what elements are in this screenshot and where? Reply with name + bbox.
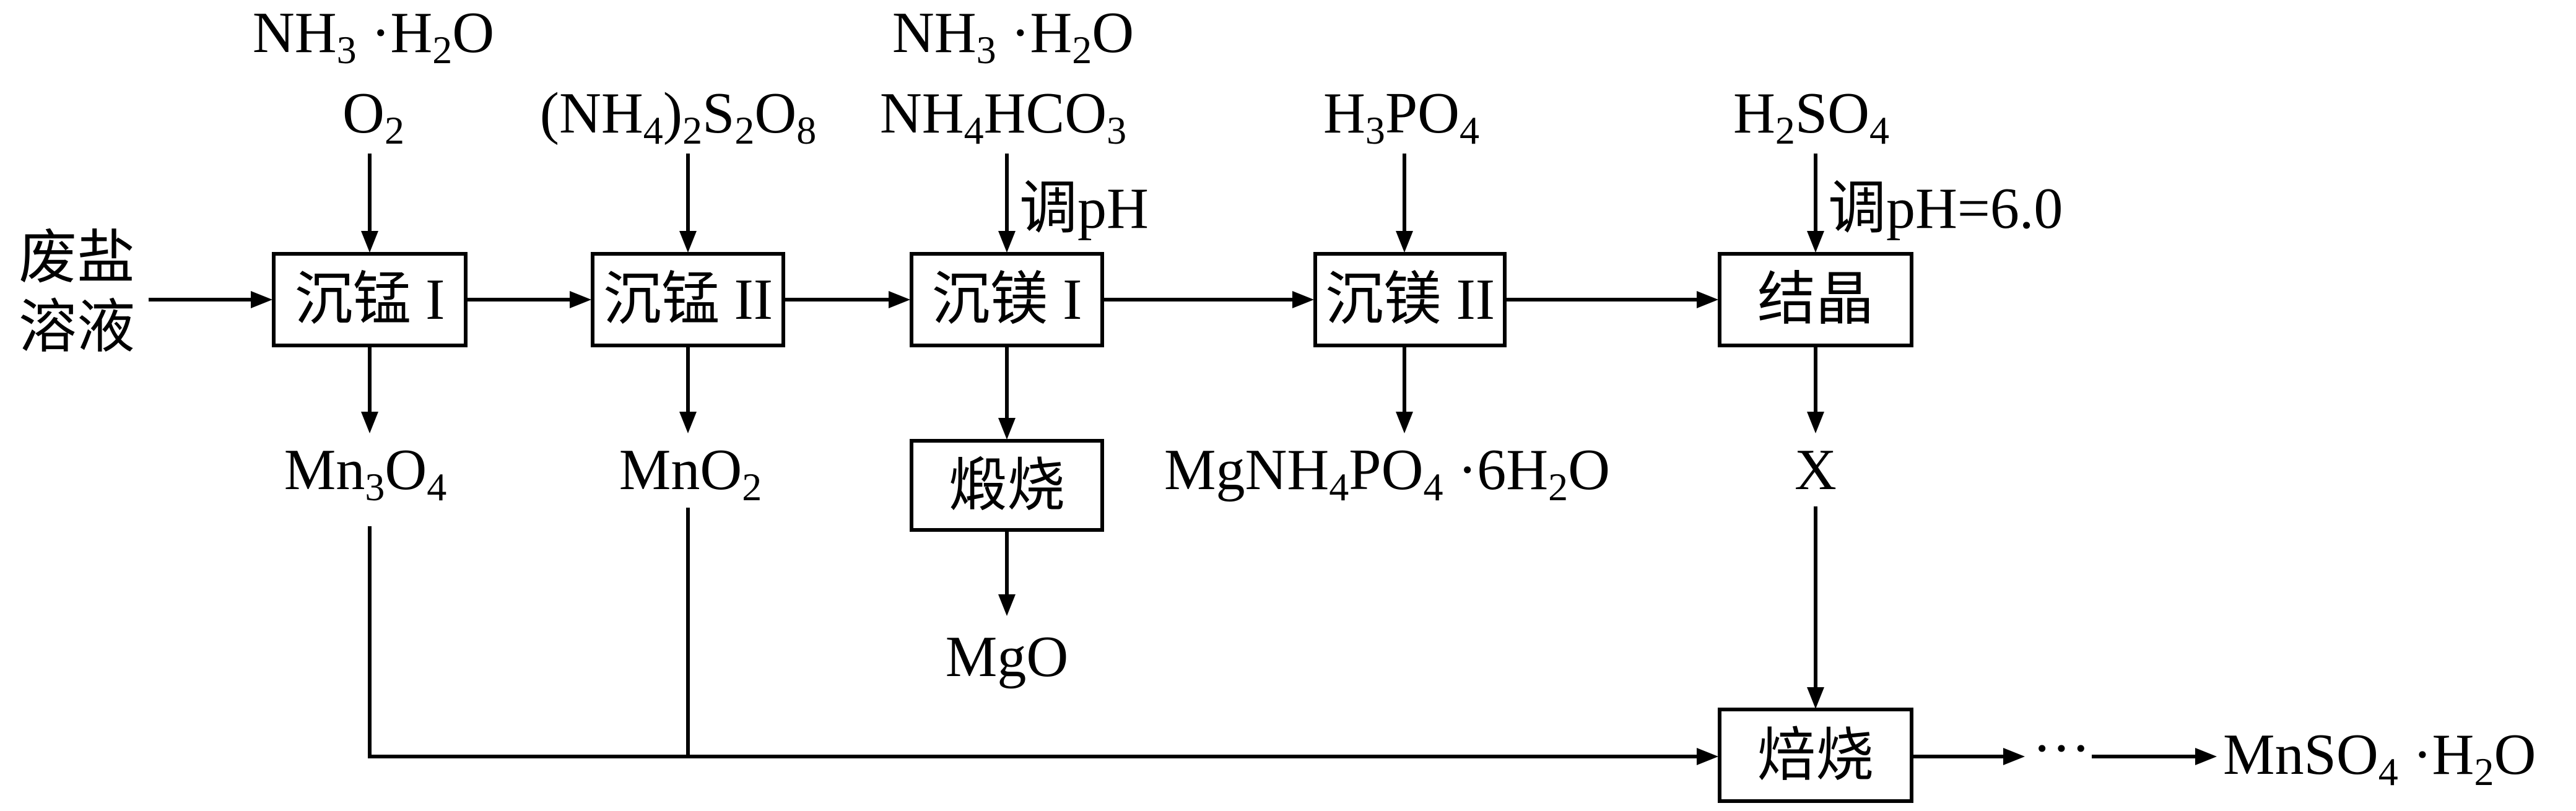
arrowhead-input-to-mn1 [251, 291, 272, 308]
arrowhead-reagent-mg1 [998, 231, 1016, 253]
step-label-crystal: 结晶 [1757, 267, 1874, 332]
reagent-mn2-line1: (NH4)2S2O8 [540, 81, 817, 152]
arrowhead-to-roast [1697, 748, 1718, 765]
product-mg1: MgO [946, 625, 1068, 689]
arrowhead-reagent-mn1 [361, 231, 378, 253]
arrowhead-mn1-to-mn2 [570, 291, 591, 308]
step-box-mg2: 沉镁 II [1313, 252, 1507, 347]
step-box-roast: 焙烧 [1718, 708, 1913, 803]
product-mn2: MnO2 [619, 438, 762, 509]
arrowhead-crystal-product [1807, 412, 1824, 433]
reagent-crystal-line1: H2SO4 [1733, 81, 1889, 152]
step-label-mn1: 沉锰 I [295, 267, 445, 332]
reagent-mg2-line1: H3PO4 [1323, 81, 1479, 152]
step-box-crystal: 结晶 [1718, 252, 1913, 347]
input-label-line2: 溶液 [19, 295, 135, 360]
arrowhead-mn1-product [361, 412, 378, 433]
product-mg2: MgNH4PO4 ·6H2O [1164, 438, 1610, 509]
step-box-calcine: 煅烧 [910, 439, 1104, 532]
step-label-roast: 焙烧 [1757, 724, 1874, 788]
step-label-mg2: 沉镁 II [1325, 267, 1495, 332]
arrowhead-mg1-to-calcine [998, 418, 1016, 440]
reagent-mg1-line1: NH3 ·H2O [892, 1, 1134, 72]
arrowhead-mn2-to-mg1 [889, 291, 910, 308]
arrowhead-mn2-product [679, 412, 697, 433]
line-mn3o4-to-roast [368, 526, 1700, 758]
step-label-calcine: 煅烧 [949, 454, 1065, 518]
reagent-mg1-line2: NH4HCO3 [880, 81, 1126, 152]
arrowhead-x-to-roast [1807, 687, 1824, 709]
arrowhead-reagent-mn2 [679, 231, 697, 253]
ellipsis: ··· [2032, 716, 2091, 781]
final-product: MnSO4 ·H2O [2223, 722, 2536, 794]
step-label-mn2: 沉锰 II [603, 267, 773, 332]
step-box-mg1: 沉镁 I [910, 252, 1104, 347]
arrowhead-mg2-product [1396, 412, 1413, 433]
arrowhead-reagent-mg2 [1396, 231, 1413, 253]
arrowhead-mg2-to-crystal [1697, 291, 1718, 308]
arrowhead-mg1-to-mg2 [1292, 291, 1314, 308]
reagent-mg1-note: 调pH [1019, 176, 1149, 241]
reagent-crystal-note: 调pH=6.0 [1828, 176, 2063, 241]
reagent-mn1-line2: O2 [342, 81, 404, 152]
reagent-mn1-line1: NH3 ·H2O [253, 1, 494, 72]
arrowhead-reagent-crystal [1807, 231, 1824, 253]
product-mn1: Mn3O4 [284, 438, 446, 509]
step-box-mn1: 沉锰 I [272, 252, 468, 347]
arrowhead-roast-to-ellipsis [2003, 748, 2025, 765]
arrowhead-ellipsis-to-final [2195, 748, 2217, 765]
product-crystal: X [1795, 438, 1837, 502]
step-box-mn2: 沉锰 II [591, 252, 785, 347]
arrowhead-calcine-product [998, 594, 1016, 616]
input-label-line1: 废盐 [19, 226, 135, 290]
step-label-mg1: 沉镁 I [932, 267, 1082, 332]
